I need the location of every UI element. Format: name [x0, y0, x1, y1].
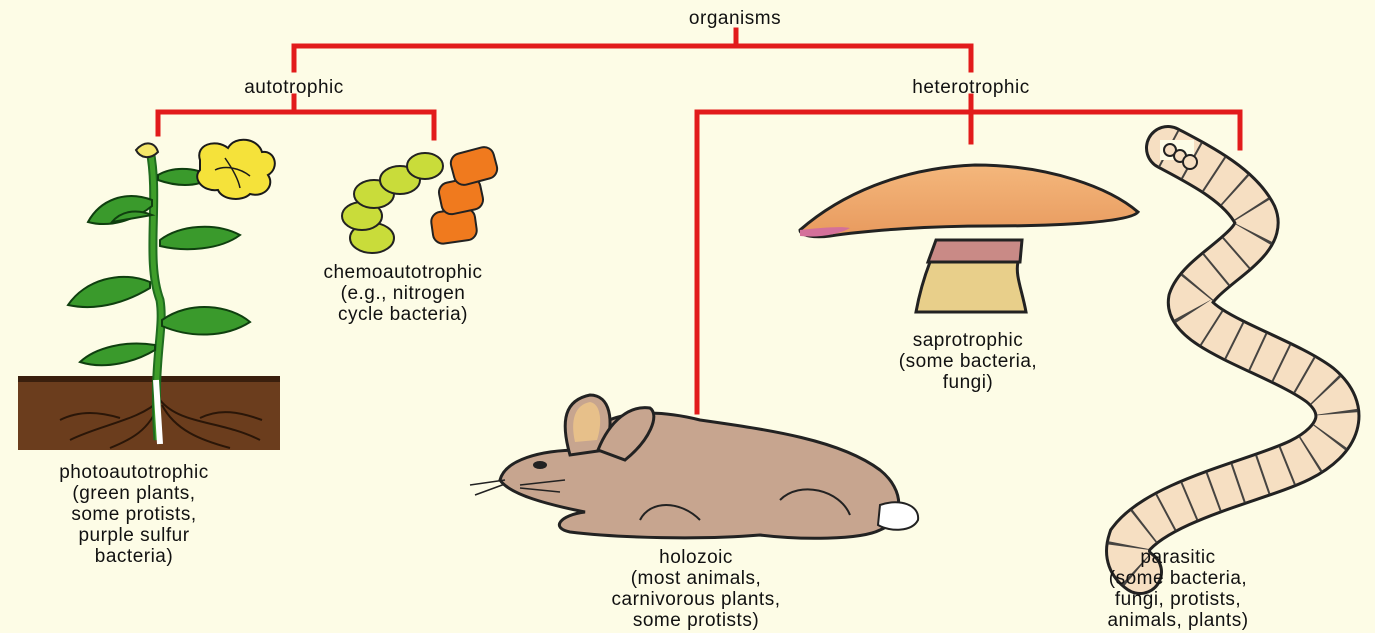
saprotrophic-label: saprotrophic (some bacteria, fungi) [848, 330, 1088, 393]
chemoautotrophic-label: chemoautotrophic (e.g., nitrogen cycle b… [278, 262, 528, 325]
autotrophic-label: autotrophic [214, 77, 374, 98]
root-label: organisms [655, 8, 815, 29]
photoautotrophic-label: photoautotrophic (green plants, some pro… [4, 462, 264, 567]
holozoic-label: holozoic (most animals, carnivorous plan… [566, 547, 826, 631]
parasitic-label: parasitic (some bacteria, fungi, protist… [1058, 547, 1298, 631]
heterotrophic-label: heterotrophic [886, 77, 1056, 98]
